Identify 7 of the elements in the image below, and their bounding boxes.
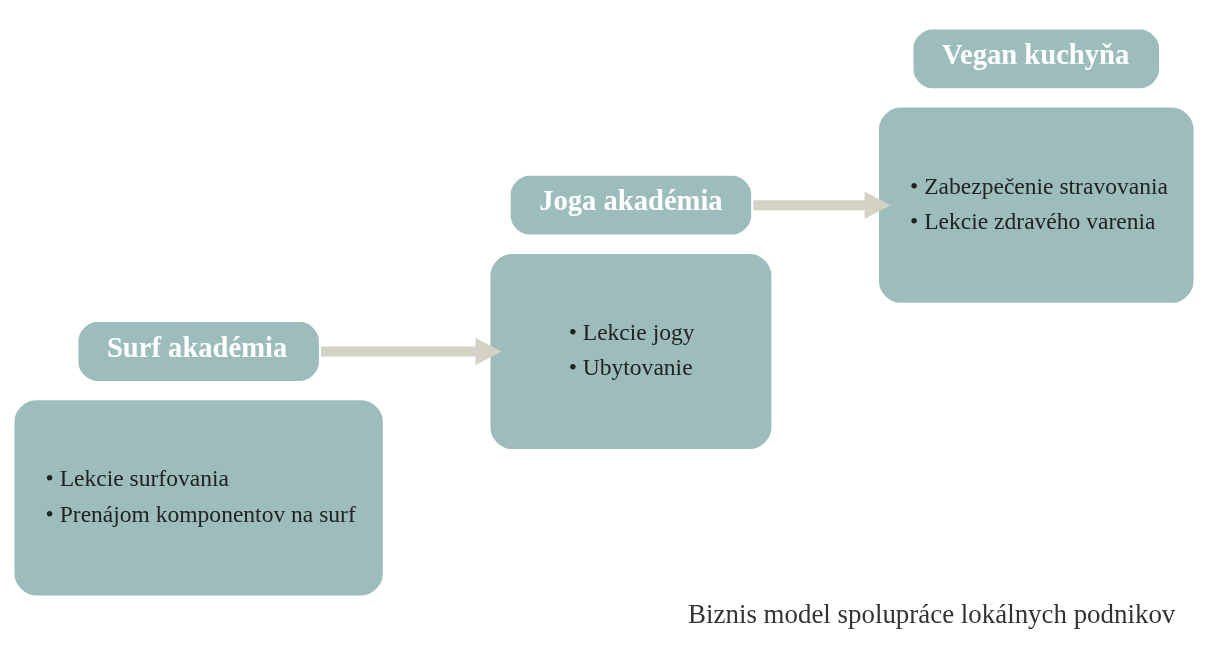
caption: Biznis model spolupráce lokálnych podnikov <box>688 598 1176 629</box>
arrow <box>320 337 502 366</box>
node-box: • Zabezpečenie stravovania • Lekcie zdravého varenia <box>879 107 1194 303</box>
node-box: • Lekcie surfovania • Prenájom komponentov na surf <box>14 400 383 596</box>
node-box: • Lekcie jogy • Ubytovanie <box>490 253 772 450</box>
arrow <box>753 191 891 219</box>
node-box: Joga akadémia <box>507 172 755 238</box>
